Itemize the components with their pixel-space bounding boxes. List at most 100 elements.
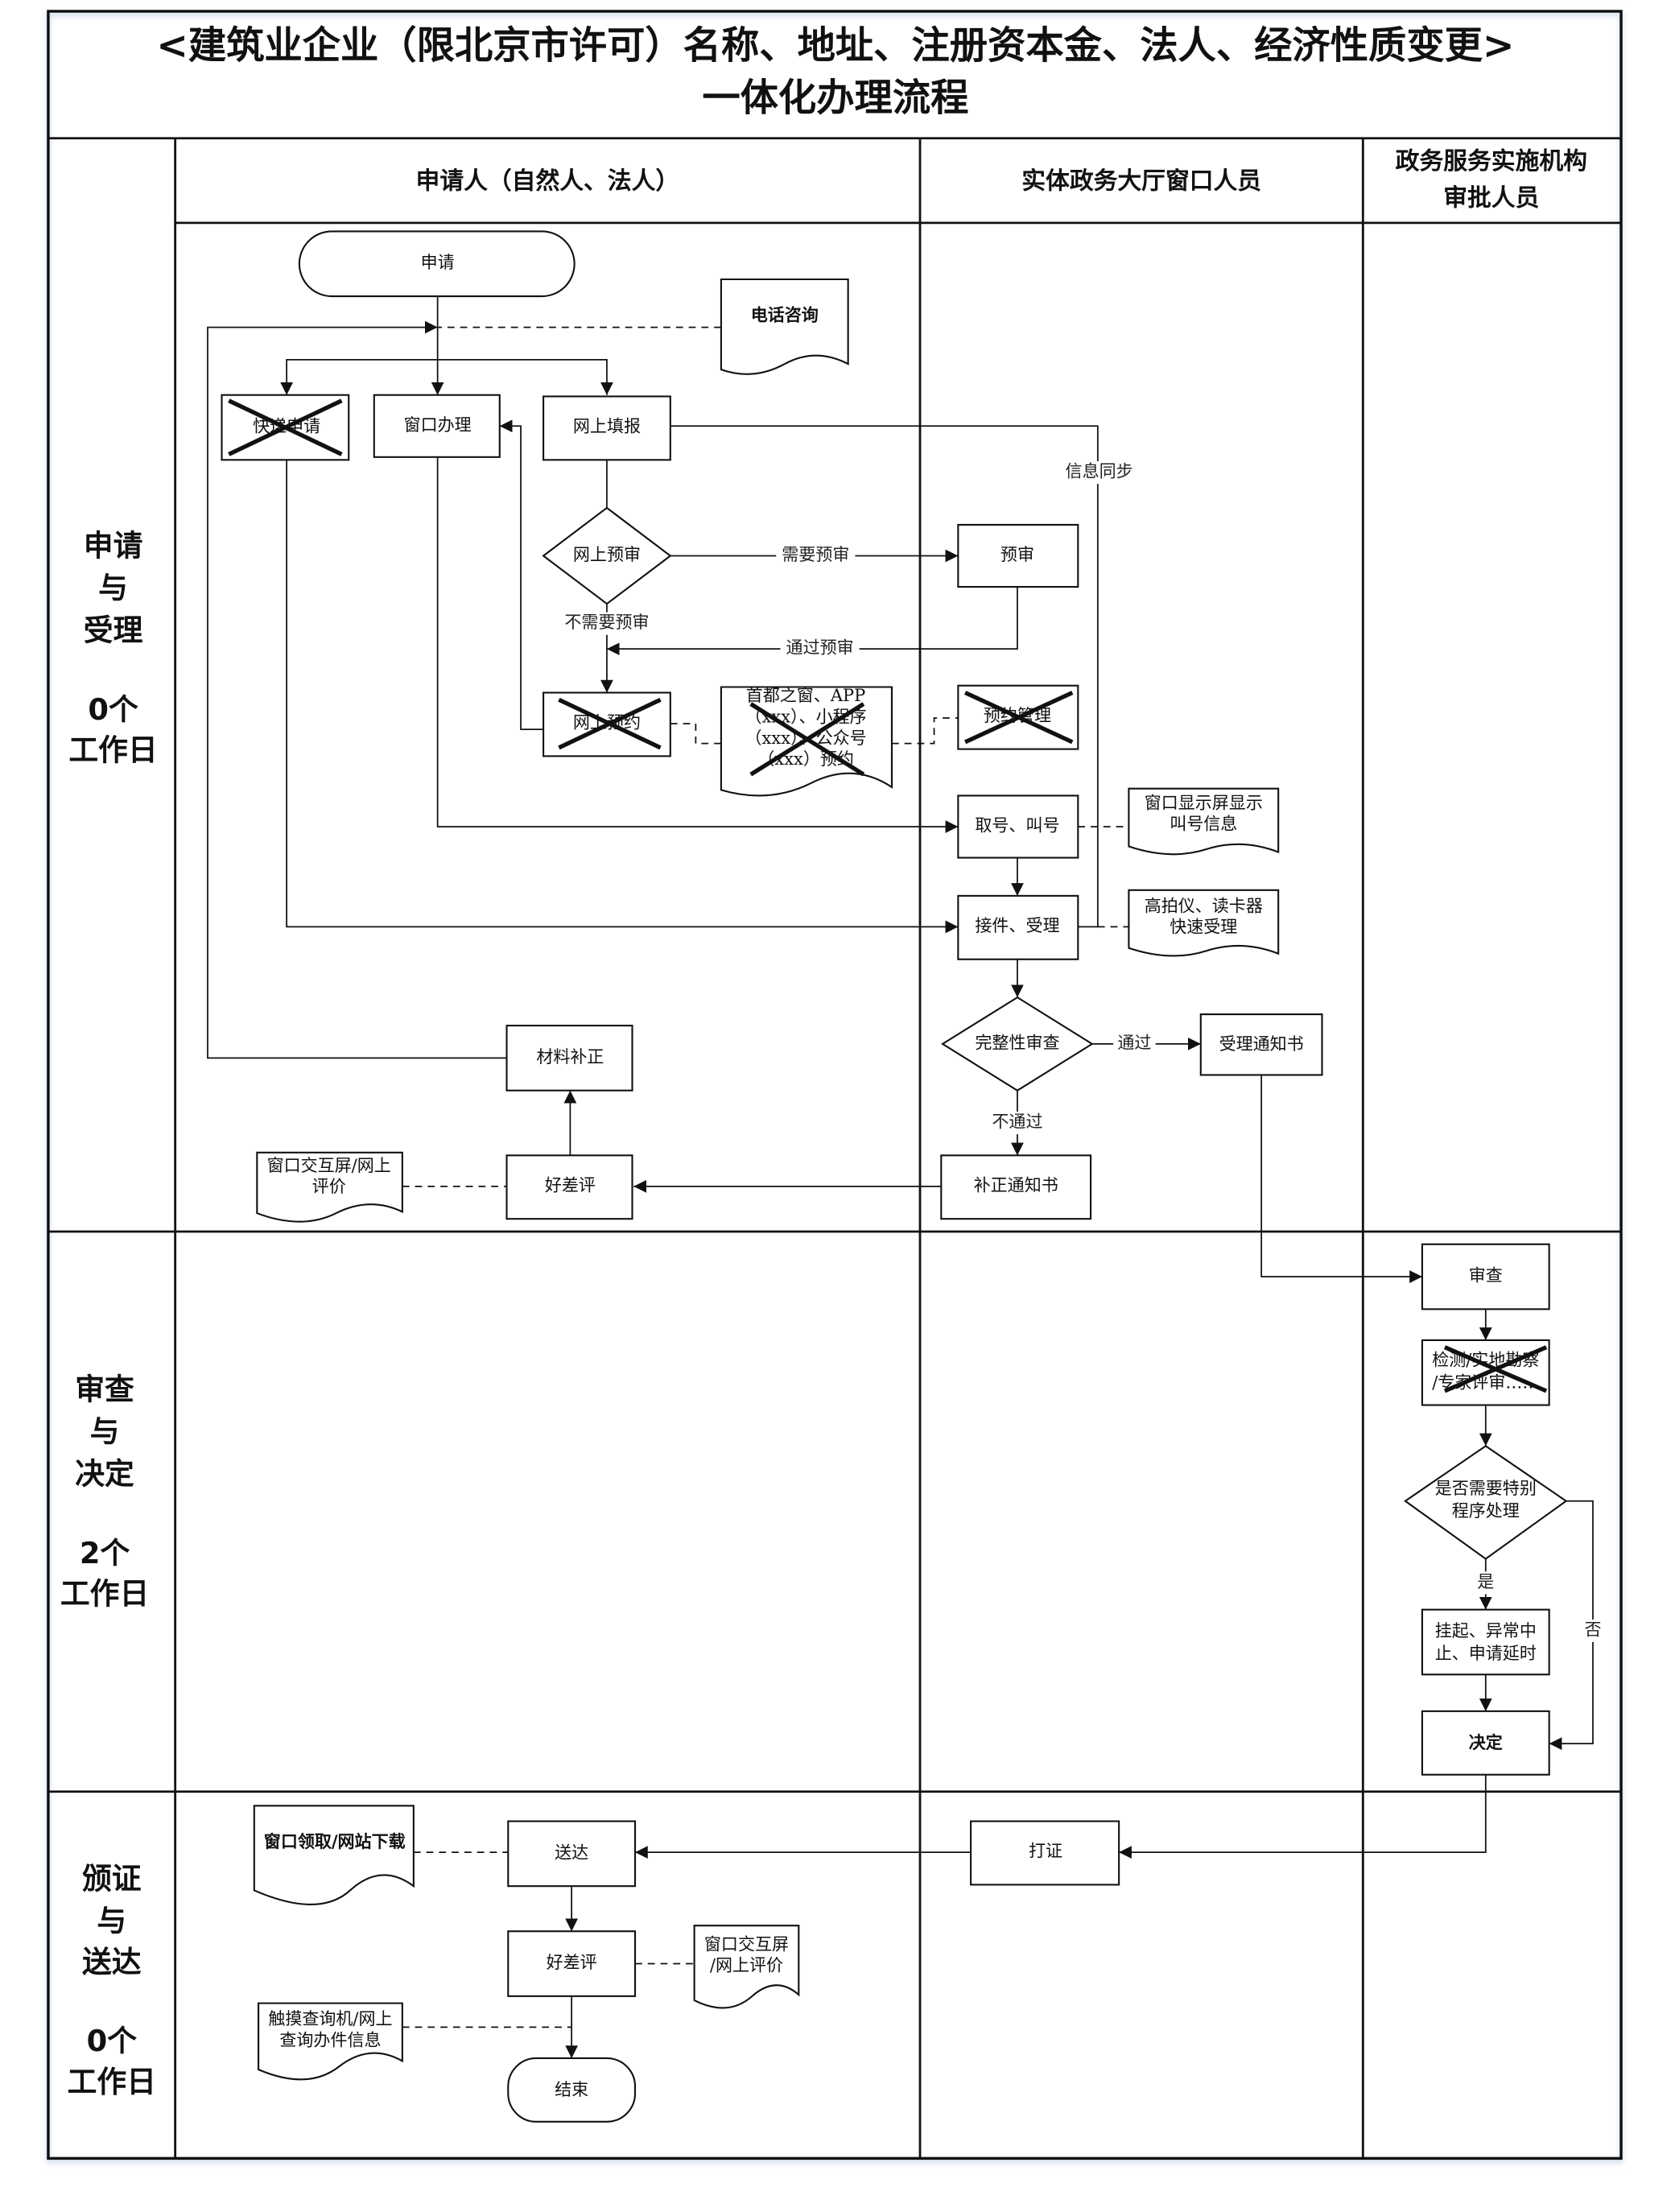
svg-text:工作日: 工作日 (60, 1577, 149, 1612)
node-rating-screen-1[interactable]: 窗口交互屏/网上 评价 (256, 1151, 403, 1223)
phase-label-review-decide: 审查 与 决定 2个 工作日 (60, 1372, 149, 1612)
svg-text:网上填报: 网上填报 (573, 416, 641, 436)
label-no: 否 (1584, 1619, 1601, 1639)
node-suspend[interactable]: 挂起、异常中 止、申请延时 (1421, 1608, 1550, 1676)
label-need-precheck: 需要预审 (782, 544, 849, 564)
svg-text:/网上评价: /网上评价 (710, 1955, 783, 1975)
node-correction-notice[interactable]: 补正通知书 (940, 1154, 1092, 1220)
node-online-appointment[interactable]: 网上预约 (543, 691, 671, 757)
edge-correction-loop (207, 320, 507, 1059)
svg-text:受理通知书: 受理通知书 (1219, 1034, 1304, 1054)
lane-header-approver-line2: 审批人员 (1443, 184, 1539, 213)
edge-appointment-channels (670, 723, 721, 745)
svg-text:申请: 申请 (421, 252, 455, 272)
edge-window-to-number (436, 456, 959, 833)
svg-text:好差评: 好差评 (545, 1174, 596, 1195)
node-precheck[interactable]: 预审 (957, 523, 1079, 588)
outer-frame (47, 10, 1623, 2160)
node-inspection[interactable]: 检测/实地勘察 /专家评审…… (1421, 1339, 1550, 1406)
svg-text:与: 与 (97, 1904, 126, 1938)
svg-text:窗口交互屏/网上: 窗口交互屏/网上 (267, 1155, 391, 1175)
node-deliver[interactable]: 送达 (507, 1820, 637, 1888)
svg-text:申请: 申请 (84, 528, 143, 563)
svg-text:决定: 决定 (75, 1457, 134, 1492)
svg-text:程序处理: 程序处理 (1452, 1500, 1520, 1521)
edge-labels: 需要预审 不需要预审 通过预审 信息同步 通过 不通过 是 否 (559, 461, 1605, 1642)
node-window-screen[interactable]: 窗口显示屏显示 叫号信息 (1128, 787, 1280, 856)
svg-text:取号、叫号: 取号、叫号 (975, 815, 1059, 835)
node-rating-1[interactable]: 好差评 (505, 1154, 633, 1220)
svg-text:决定: 决定 (1469, 1732, 1503, 1752)
svg-text:0个: 0个 (87, 2024, 138, 2058)
svg-text:窗口办理: 窗口办理 (404, 415, 472, 435)
label-fail: 不通过 (992, 1112, 1042, 1132)
node-apply[interactable]: 申请 (298, 230, 576, 298)
node-appointment-channels[interactable]: 首都之窗、APP （xxx）、小程序 （xxx）、公众号 （xxx）预约 (720, 685, 893, 797)
svg-text:受理: 受理 (84, 613, 143, 648)
node-query-info[interactable]: 触摸查询机/网上 查询办件信息 (258, 2002, 403, 2081)
edges (207, 296, 1594, 2058)
svg-text:窗口领取/网站下载: 窗口领取/网站下载 (264, 1831, 406, 1851)
node-pickup-download[interactable]: 窗口领取/网站下载 (253, 1805, 415, 1905)
svg-text:与: 与 (98, 571, 128, 605)
label-no-precheck: 不需要预审 (564, 612, 649, 632)
node-end[interactable]: 结束 (507, 2057, 637, 2123)
node-print-cert[interactable]: 打证 (970, 1820, 1120, 1886)
node-online-fill[interactable]: 网上填报 (543, 395, 671, 461)
svg-text:打证: 打证 (1029, 1841, 1062, 1861)
node-special-procedure[interactable]: 是否需要特别 程序处理 (1404, 1445, 1568, 1560)
svg-text:评价: 评价 (312, 1176, 346, 1196)
svg-text:2个: 2个 (80, 1536, 130, 1570)
svg-text:止、申请延时: 止、申请延时 (1435, 1643, 1537, 1663)
page-title-line1: <建筑业企业（限北京市许可）名称、地址、注册资本金、法人、经济性质变更> (156, 24, 1514, 68)
svg-text:接件、受理: 接件、受理 (975, 915, 1059, 935)
node-window-handle[interactable]: 窗口办理 (373, 394, 501, 458)
svg-text:送达: 送达 (555, 1842, 588, 1862)
phase-label-issue-deliver: 颁证 与 送达 0个 工作日 (68, 1862, 156, 2099)
svg-text:窗口显示屏显示: 窗口显示屏显示 (1145, 792, 1263, 812)
node-online-precheck[interactable]: 网上预审 (542, 506, 672, 605)
svg-text:预审: 预审 (1000, 544, 1034, 564)
edge-pass-precheck (606, 587, 1018, 656)
node-decision[interactable]: 决定 (1421, 1710, 1550, 1776)
svg-text:网上预审: 网上预审 (573, 544, 641, 564)
node-acceptance-notice[interactable]: 受理通知书 (1199, 1013, 1323, 1076)
svg-text:首都之窗、APP: 首都之窗、APP (746, 685, 866, 705)
svg-text:补正通知书: 补正通知书 (974, 1174, 1058, 1195)
node-completeness-check[interactable]: 完整性审查 (941, 996, 1094, 1092)
node-appointment-mgmt[interactable]: 预约管理 (957, 684, 1079, 750)
svg-text:送达: 送达 (82, 1945, 142, 1979)
node-rating-2[interactable]: 好差评 (507, 1930, 637, 1997)
svg-text:审查: 审查 (1469, 1265, 1503, 1286)
svg-text:材料补正: 材料补正 (536, 1046, 604, 1067)
svg-text:结束: 结束 (555, 2079, 588, 2099)
svg-text:触摸查询机/网上: 触摸查询机/网上 (268, 2008, 392, 2028)
node-scanner[interactable]: 高拍仪、读卡器 快速受理 (1128, 889, 1280, 957)
label-info-sync: 信息同步 (1066, 461, 1133, 481)
edge-decision-to-print (1119, 1774, 1487, 1859)
node-rating-screen-2[interactable]: 窗口交互屏 /网上评价 (693, 1925, 800, 2009)
swimlane-grid (47, 10, 1623, 2160)
svg-text:是否需要特别: 是否需要特别 (1435, 1478, 1537, 1498)
svg-text:完整性审查: 完整性审查 (975, 1032, 1059, 1052)
node-review[interactable]: 审查 (1421, 1243, 1550, 1310)
node-material-correction[interactable]: 材料补正 (505, 1025, 633, 1092)
svg-text:电话咨询: 电话咨询 (751, 305, 819, 325)
svg-text:窗口交互屏: 窗口交互屏 (704, 1933, 789, 1954)
edge-appointment-to-window (499, 419, 544, 730)
label-yes: 是 (1477, 1571, 1494, 1591)
edge-accept-to-review (1260, 1075, 1422, 1283)
edge-express-to-receive (286, 460, 959, 934)
node-receive-accept[interactable]: 接件、受理 (957, 894, 1079, 960)
svg-text:挂起、异常中: 挂起、异常中 (1435, 1620, 1537, 1640)
lane-header-approver-line1: 政务服务实施机构 (1396, 147, 1587, 175)
node-express-apply[interactable]: 快递申请 (221, 394, 350, 461)
lane-header-applicant: 申请人（自然人、法人） (416, 167, 680, 196)
svg-text:工作日: 工作日 (68, 2065, 156, 2099)
edge-to-express (280, 359, 438, 395)
node-take-number[interactable]: 取号、叫号 (957, 794, 1079, 859)
node-phone-consult[interactable]: 电话咨询 (720, 278, 849, 375)
lane-header-window-staff: 实体政务大厅窗口人员 (1021, 167, 1261, 196)
label-pass-precheck: 通过预审 (786, 638, 854, 658)
